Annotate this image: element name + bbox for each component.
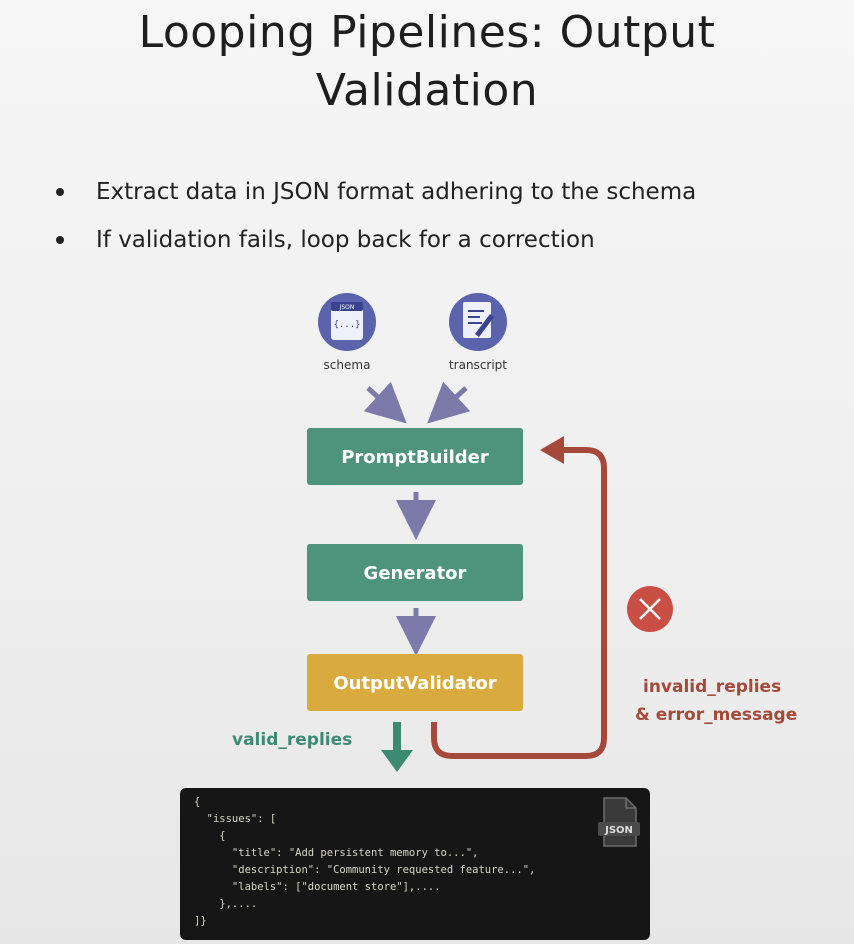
bullet-text: If validation fails, loop back for a cor…	[96, 227, 595, 253]
fail-x-icon	[627, 586, 673, 632]
code-line: ]}	[194, 915, 207, 927]
bullet-text: Extract data in JSON format adhering to …	[96, 179, 697, 205]
schema-to-promptbuilder-arrow	[363, 381, 407, 424]
code-line: "description": "Community requested feat…	[194, 864, 536, 876]
code-line: {	[194, 796, 201, 808]
valid-replies-label: valid_replies	[232, 730, 352, 750]
promptbuilder-node	[307, 428, 523, 485]
code-line: "labels": ["document store"],....	[194, 881, 441, 893]
schema-icon-tag: JSON	[339, 304, 355, 311]
slide-title-line-1: Looping Pipelines: Output	[138, 7, 716, 58]
invalid-replies-label: invalid_replies	[643, 677, 781, 697]
loop-back-arrow-head	[540, 436, 564, 464]
slide-title-line-2: Validation	[315, 65, 539, 116]
bullet-item: Extract data in JSON format adhering to …	[48, 172, 838, 220]
generator-node	[307, 544, 523, 601]
bullet-list: Extract data in JSON format adhering to …	[48, 172, 838, 268]
code-line: {	[194, 830, 226, 842]
outputvalidator-label: OutputValidator	[333, 673, 496, 694]
valid-replies-arrow-head	[381, 750, 413, 772]
schema-label: schema	[324, 358, 371, 372]
code-line: "title": "Add persistent memory to...",	[194, 847, 479, 859]
json-file-icon: JSON	[598, 797, 640, 847]
outputvalidator-node	[307, 654, 523, 711]
transcript-label: transcript	[449, 358, 507, 372]
error-message-label: & error_message	[635, 705, 797, 725]
generator-label: Generator	[364, 563, 467, 584]
transcript-icon	[449, 293, 507, 351]
schema-icon-glyph: {...}	[333, 320, 360, 330]
schema-icon: JSON {...}	[318, 293, 376, 351]
bullet-dot-icon	[56, 188, 64, 196]
code-line: },....	[194, 898, 258, 910]
bullet-item: If validation fails, loop back for a cor…	[48, 220, 838, 268]
slide-title: Looping Pipelines: Output Validation	[0, 4, 854, 120]
json-output-code-block: { "issues": [ { "title": "Add persistent…	[180, 788, 650, 940]
transcript-to-promptbuilder-arrow	[427, 381, 471, 424]
promptbuilder-label: PromptBuilder	[341, 447, 489, 468]
code-line: "issues": [	[194, 813, 277, 825]
bullet-dot-icon	[56, 236, 64, 244]
code-text: { "issues": [ { "title": "Add persistent…	[180, 788, 650, 930]
loop-back-arrow	[431, 447, 607, 759]
json-badge-label: JSON	[604, 825, 633, 836]
